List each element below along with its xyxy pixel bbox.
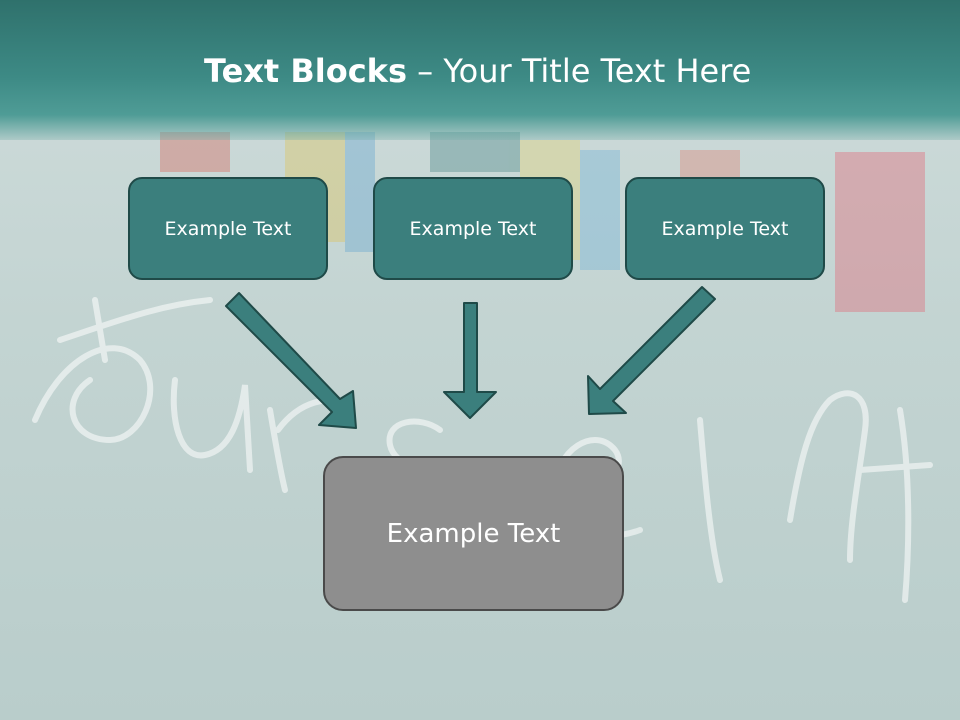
slide-title: Text Blocks – Your Title Text Here (204, 52, 751, 90)
text-block-right[interactable]: Example Text (625, 177, 825, 280)
text-block-right-label: Example Text (661, 217, 789, 240)
title-dash: – (407, 52, 444, 90)
text-block-center[interactable]: Example Text (373, 177, 573, 280)
title-rest: Your Title Text Here (443, 52, 752, 90)
text-block-left-label: Example Text (164, 217, 292, 240)
text-block-left[interactable]: Example Text (128, 177, 328, 280)
arrow-down-center (443, 302, 497, 419)
arrow-left-diagonal (225, 292, 357, 429)
title-bold: Text Blocks (204, 52, 407, 90)
text-block-bottom[interactable]: Example Text (323, 456, 624, 611)
title-bar (0, 0, 960, 140)
text-block-bottom-label: Example Text (386, 518, 561, 549)
text-block-center-label: Example Text (409, 217, 537, 240)
arrow-right-diagonal (587, 286, 716, 415)
